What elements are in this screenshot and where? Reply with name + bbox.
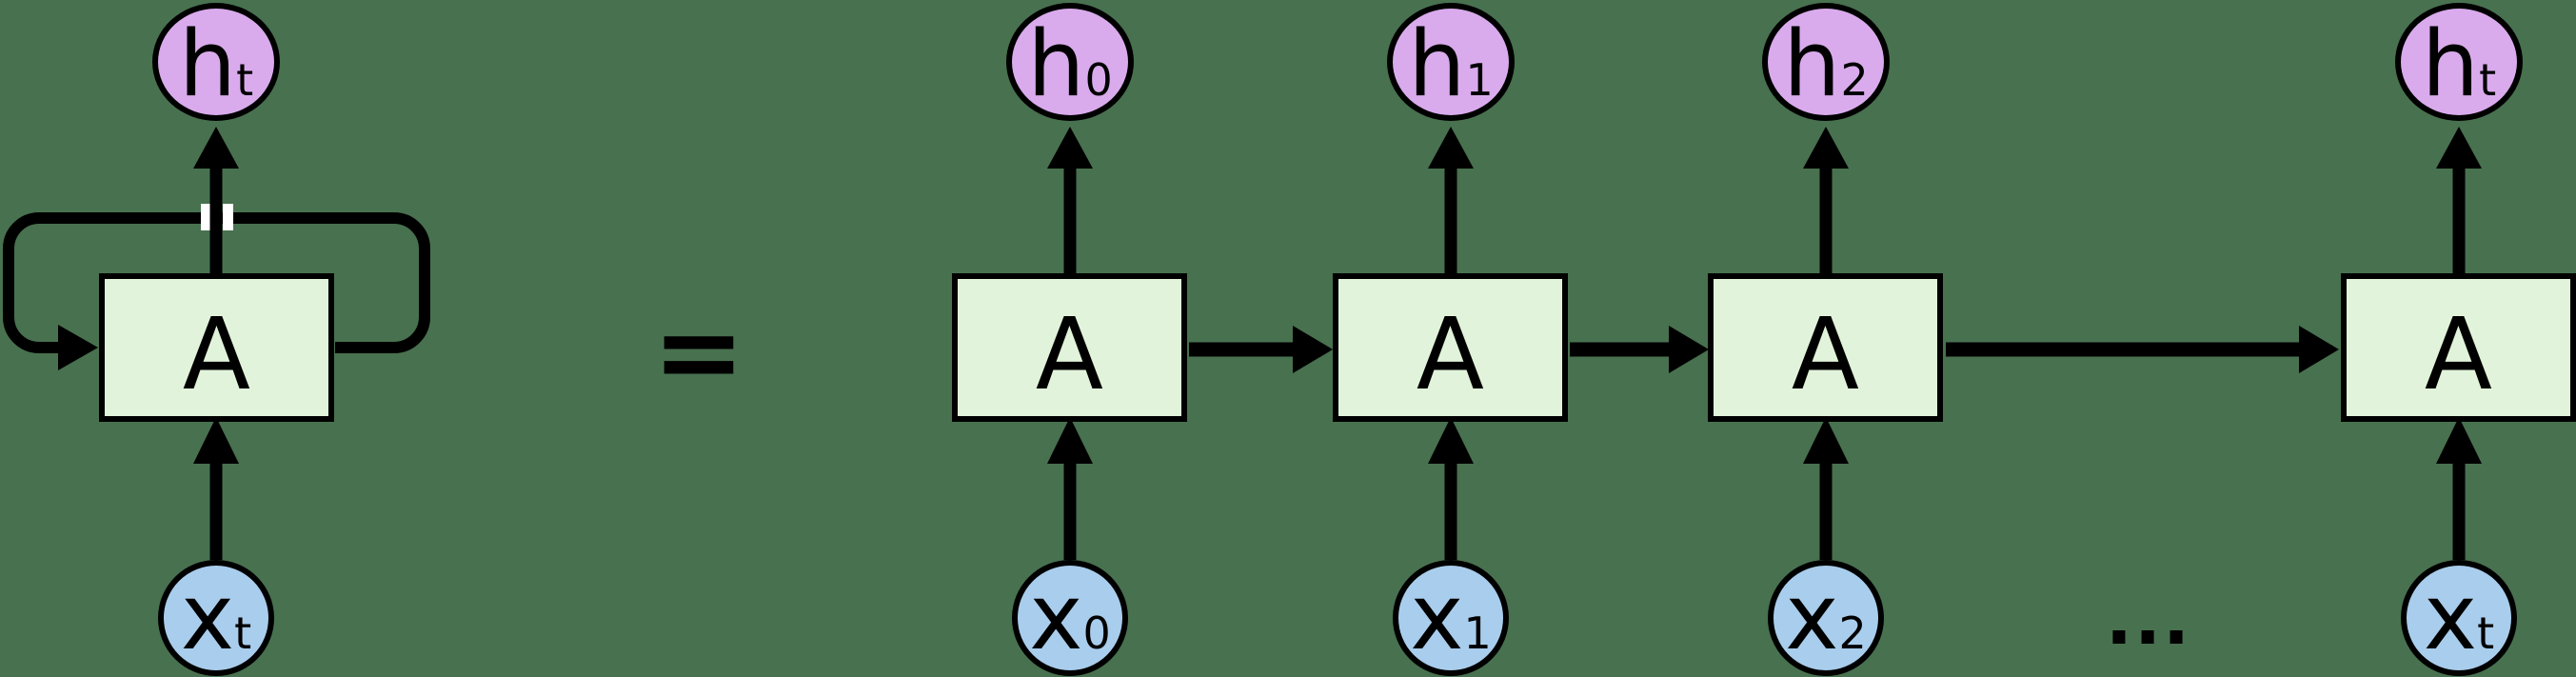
- unit0-output-arrow: [1047, 127, 1093, 276]
- unit2-output-arrow: [1803, 127, 1849, 276]
- hidden-state-node-0: h0: [1006, 3, 1134, 121]
- cell-label: A: [182, 296, 251, 412]
- unit2-input-arrow: [1803, 417, 1849, 560]
- hidden-state-node-folded: ht: [152, 3, 280, 121]
- input-node-t: xt: [2401, 560, 2517, 676]
- hidden-state-label: ht: [2421, 11, 2497, 117]
- ellipsis: ...: [2105, 579, 2192, 661]
- unit1-output-arrow: [1428, 127, 1474, 276]
- equals-sign: =: [652, 288, 745, 416]
- rnn-cell-folded: A: [99, 273, 334, 422]
- crossover-gap-left: [201, 204, 211, 230]
- input-label: x0: [1029, 565, 1111, 670]
- state-arrow-2-t: [1946, 326, 2339, 373]
- input-label: xt: [180, 565, 252, 670]
- input-label: x2: [1785, 565, 1867, 670]
- rnn-cell-0: A: [952, 273, 1187, 422]
- hidden-state-label: h2: [1783, 11, 1869, 117]
- cell-label: A: [1791, 296, 1860, 412]
- input-label: x1: [1410, 565, 1492, 670]
- cell-label: A: [2424, 296, 2493, 412]
- crossover-gap-right: [223, 204, 233, 230]
- input-node-folded: xt: [158, 560, 274, 676]
- folded-input-arrow: [193, 417, 239, 560]
- folded-output-arrow: [193, 127, 239, 276]
- input-node-2: x2: [1768, 560, 1884, 676]
- hidden-state-label: h0: [1027, 11, 1113, 117]
- unit1-input-arrow: [1428, 417, 1474, 560]
- hidden-state-node-2: h2: [1762, 3, 1890, 121]
- hidden-state-node-t: ht: [2395, 3, 2523, 121]
- unit0-input-arrow: [1047, 417, 1093, 560]
- recurrence-loop-arrowhead: [58, 325, 98, 370]
- state-arrow-0-1: [1189, 326, 1333, 373]
- unit3-input-arrow: [2436, 417, 2482, 560]
- rnn-cell-t: A: [2341, 273, 2576, 422]
- hidden-state-node-1: h1: [1387, 3, 1515, 121]
- cell-label: A: [1416, 296, 1485, 412]
- input-node-0: x0: [1012, 560, 1128, 676]
- state-arrow-1-2: [1570, 326, 1709, 373]
- cell-label: A: [1035, 296, 1104, 412]
- hidden-state-label: ht: [178, 11, 254, 117]
- input-node-1: x1: [1393, 560, 1509, 676]
- hidden-state-label: h1: [1408, 11, 1494, 117]
- rnn-cell-2: A: [1708, 273, 1943, 422]
- input-label: xt: [2423, 565, 2495, 670]
- unit3-output-arrow: [2436, 127, 2482, 276]
- rnn-cell-1: A: [1333, 273, 1568, 422]
